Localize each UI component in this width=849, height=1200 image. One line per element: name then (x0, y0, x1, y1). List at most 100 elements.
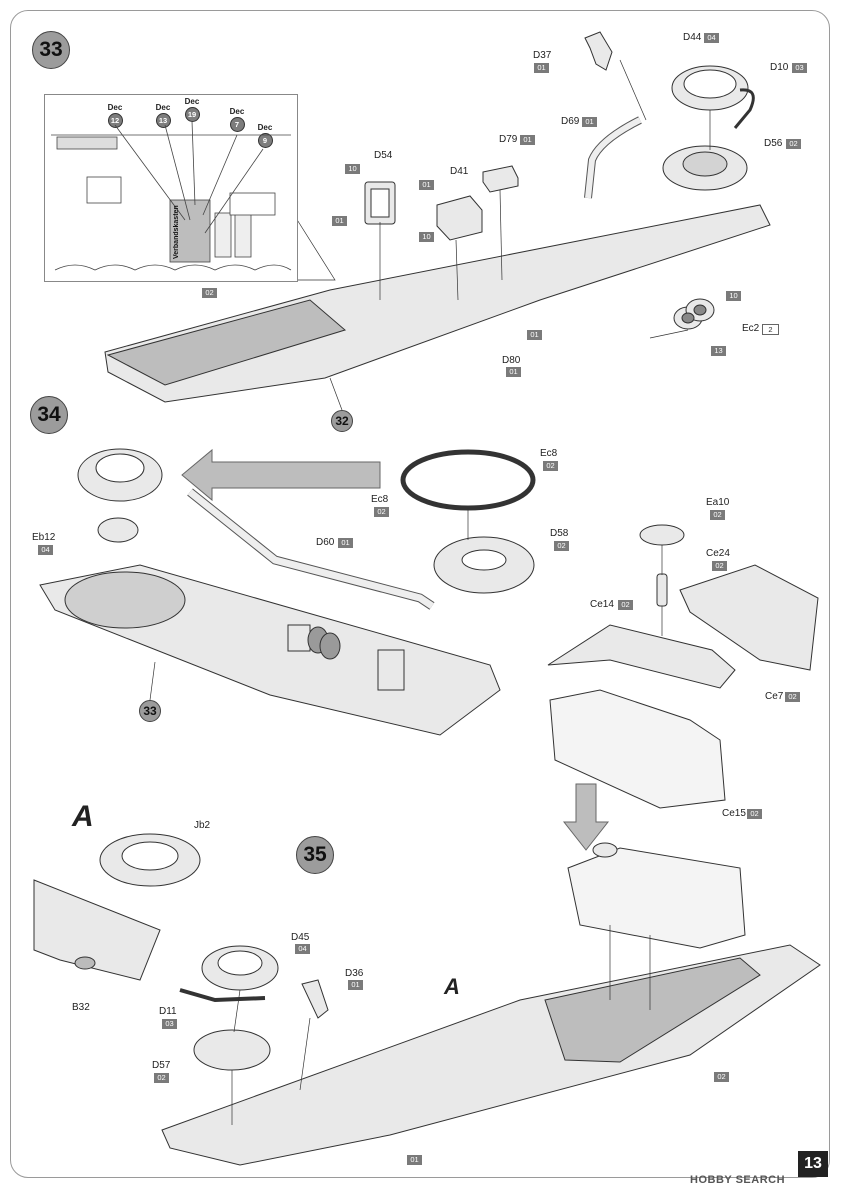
watermark: HOBBY SEARCH (690, 1174, 786, 1186)
badge-D60: 01 (338, 538, 353, 548)
step-reference-33: 33 (139, 700, 161, 722)
badge-D41-side: 10 (419, 232, 434, 242)
label-D10: D10 (770, 62, 789, 73)
badge-Ce14: 02 (618, 600, 633, 610)
badge-hull-35-bottom: 01 (407, 1155, 422, 1165)
dec-label: Dec (155, 103, 171, 112)
label-D80: D80 (502, 355, 521, 366)
badge-Eb12: 04 (38, 545, 53, 555)
decal-callout: Dec 7 (227, 107, 247, 132)
label-Ce24: Ce24 (706, 548, 730, 559)
badge-D45: 04 (295, 944, 310, 954)
decal-number: 12 (107, 113, 123, 128)
dec-label: Dec (229, 107, 245, 116)
decal-number: 7 (229, 117, 245, 132)
box-label: Verbandskasten (173, 205, 180, 259)
badge-D69: 01 (582, 117, 597, 127)
hull-step35-plate (544, 957, 761, 1063)
label-D56: D56 (764, 138, 783, 149)
badge-D54-side: 01 (332, 216, 347, 226)
decal-number: 13 (155, 113, 171, 128)
label-D60: D60 (316, 537, 335, 548)
label-Ec8-a: Ec8 (540, 448, 558, 459)
part-D37 (584, 31, 613, 71)
dec-label: Dec (107, 103, 123, 112)
step-number-35: 35 (296, 836, 334, 874)
page-number: 13 (798, 1151, 828, 1177)
badge-Ec8-a: 02 (543, 461, 558, 471)
label-B32: B32 (72, 1002, 90, 1013)
direction-arrow-down (562, 783, 610, 851)
part-Ce15 (549, 689, 726, 809)
part-D11 (179, 988, 266, 1003)
step-reference-32: 32 (331, 410, 353, 432)
step-number-34: 34 (30, 396, 68, 434)
decal-inset: Dec 12 Dec 13 Dec 19 Dec 7 Dec 9 (44, 94, 298, 282)
detail-letter-a: A (72, 800, 94, 833)
badge-D10: 03 (792, 63, 807, 73)
label-Eb12: Eb12 (32, 532, 56, 543)
label-Jb2: Jb2 (194, 820, 211, 831)
part-D10 (733, 88, 755, 129)
badge-Ce24: 02 (712, 561, 727, 571)
detail-reference-a: A (444, 974, 460, 999)
decal-callout: Dec 13 (153, 103, 173, 128)
part-D57 (193, 1029, 271, 1071)
badge-Ec2-a: 10 (726, 291, 741, 301)
badge-hull-35-right: 02 (714, 1072, 729, 1082)
badge-hull-33-left: 02 (202, 288, 217, 298)
decal-number: 9 (257, 133, 273, 148)
inset-drawing (51, 120, 292, 271)
decal-callout: Dec 9 (255, 123, 275, 148)
label-D41: D41 (450, 166, 469, 177)
part-D41 (436, 195, 483, 241)
part-D79 (482, 165, 519, 193)
dec-label: Dec (184, 97, 200, 106)
badge-D41-top: 01 (419, 180, 434, 190)
part-Eb12 (97, 517, 139, 543)
label-Ea10: Ea10 (706, 497, 730, 508)
step-number-33: 33 (32, 31, 70, 69)
page-frame (10, 10, 830, 1178)
label-Ec2: Ec2 (742, 323, 760, 334)
part-Ec8 (400, 449, 536, 511)
label-D54: D54 (374, 150, 393, 161)
badge-D58: 02 (554, 541, 569, 551)
badge-Ea10: 02 (710, 510, 725, 520)
part-Ea10 (639, 524, 685, 546)
badge-D79: 01 (520, 135, 535, 145)
badge-Ec8-b: 02 (374, 507, 389, 517)
label-Ce14: Ce14 (590, 599, 614, 610)
badge-hull-33-mid: 01 (527, 330, 542, 340)
detail-A-hull (33, 879, 161, 981)
part-Ce24 (656, 573, 668, 607)
badge-D54-top: 10 (345, 164, 360, 174)
decal-callout: Dec 12 (105, 103, 125, 128)
label-D57: D57 (152, 1060, 171, 1071)
badge-D44: 04 (704, 33, 719, 43)
badge-Ec2-c: 2 (762, 324, 779, 335)
hull-step33-plate (106, 299, 347, 386)
label-D58: D58 (550, 528, 569, 539)
label-D79: D79 (499, 134, 518, 145)
badge-D36: 01 (348, 980, 363, 990)
badge-D56: 02 (786, 139, 801, 149)
label-Ce15: Ce15 (722, 808, 746, 819)
box-step35 (567, 847, 746, 949)
label-Ce7: Ce7 (765, 691, 784, 702)
badge-D80: 01 (506, 367, 521, 377)
label-D36: D36 (345, 968, 364, 979)
direction-arrow-34 (181, 448, 381, 502)
badge-Ce7: 02 (785, 692, 800, 702)
label-D11: D11 (159, 1006, 177, 1017)
badge-D57: 02 (154, 1073, 169, 1083)
part-Ce7 (679, 564, 819, 671)
label-D44: D44 (683, 32, 702, 43)
part-Ce14 (547, 624, 736, 689)
label-D37: D37 (533, 50, 552, 61)
badge-D11: 03 (162, 1019, 177, 1029)
label-Ec8-b: Ec8 (371, 494, 389, 505)
label-D69: D69 (561, 116, 580, 127)
badge-Ec2-b: 13 (711, 346, 726, 356)
